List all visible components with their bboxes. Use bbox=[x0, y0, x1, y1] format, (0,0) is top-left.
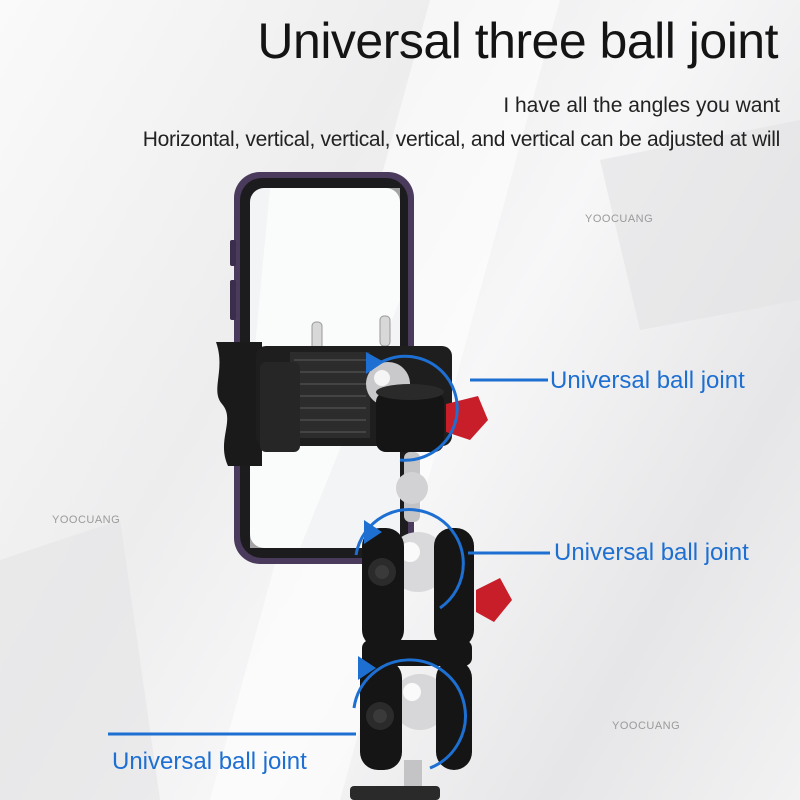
watermark: YOOCUANG bbox=[585, 213, 654, 225]
watermark: YOOCUANG bbox=[52, 514, 121, 526]
locking-knob-middle bbox=[476, 578, 512, 622]
callout-middle-joint: Universal ball joint bbox=[554, 539, 749, 566]
lower-ball-joint bbox=[350, 640, 472, 800]
watermark: YOOCUANG bbox=[612, 720, 681, 732]
subheading-line-1: I have all the angles you want bbox=[503, 94, 780, 117]
callout-top-joint: Universal ball joint bbox=[550, 367, 745, 394]
headline: Universal three ball joint bbox=[257, 13, 778, 69]
middle-ball-joint bbox=[362, 528, 512, 648]
callout-lower-joint: Universal ball joint bbox=[112, 748, 307, 775]
subheading-line-2: Horizontal, vertical, vertical, vertical… bbox=[142, 128, 781, 151]
rotation-arrow-icon bbox=[352, 658, 467, 770]
rotation-arrow-icon bbox=[368, 354, 459, 462]
